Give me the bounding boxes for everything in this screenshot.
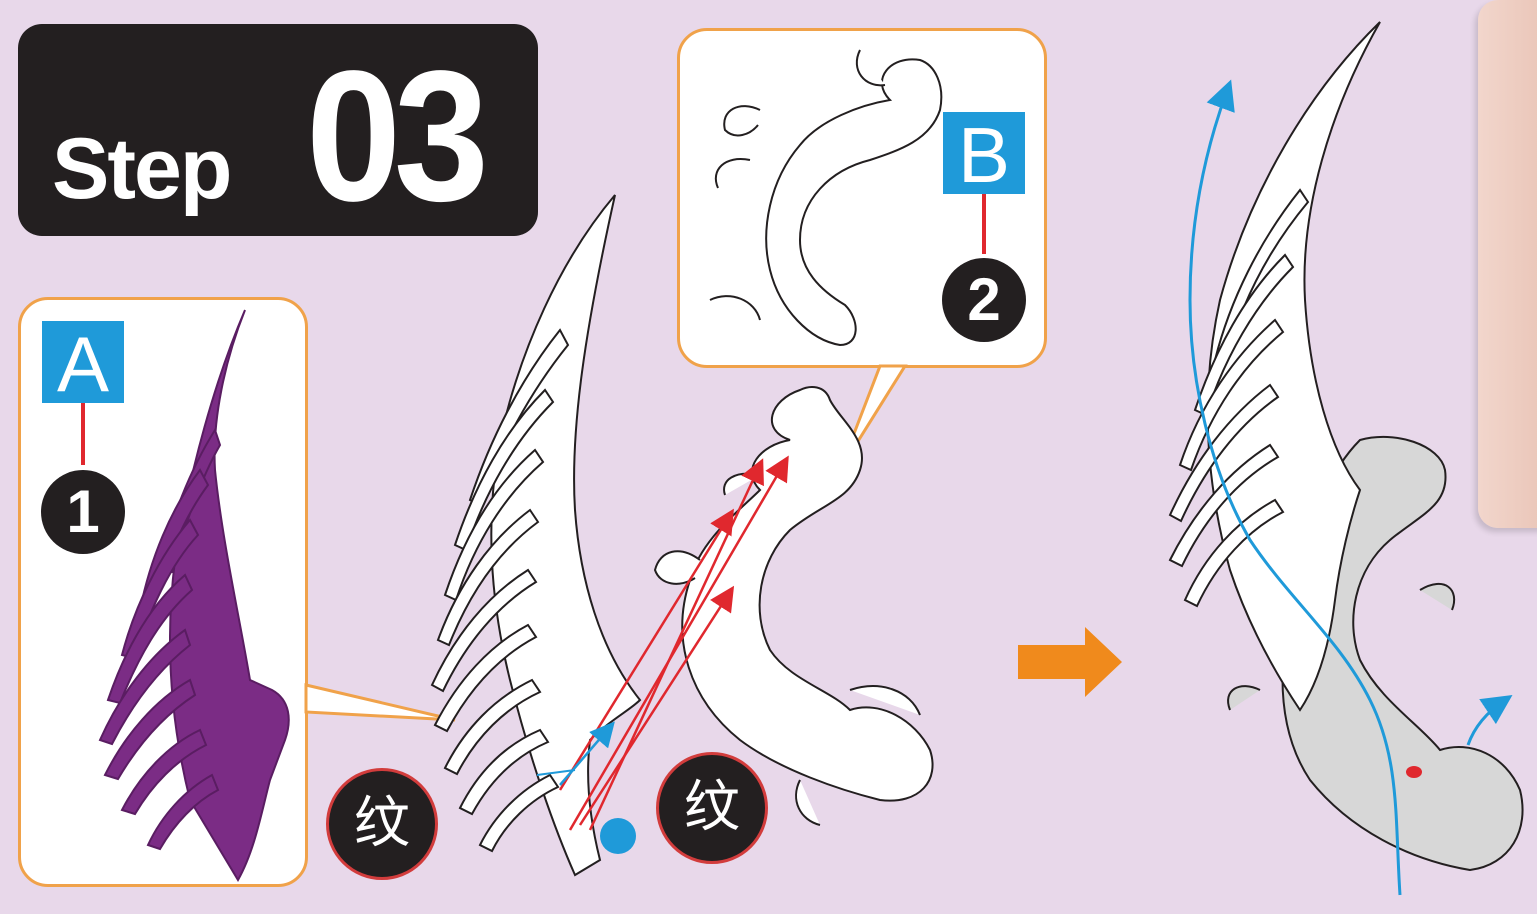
purple-wing-shape bbox=[98, 309, 290, 882]
blue-dot-marker bbox=[600, 818, 636, 854]
result-red-mark bbox=[1406, 766, 1422, 778]
step-badge: Step 03 bbox=[18, 24, 538, 240]
guide-arrow-blue-small bbox=[559, 721, 615, 786]
label-b-connector bbox=[982, 194, 986, 254]
label-a-tag: A bbox=[42, 321, 124, 407]
callout-pointer-a bbox=[304, 683, 456, 722]
side-swatch bbox=[1478, 0, 1537, 528]
number-1-badge: 1 bbox=[41, 470, 125, 554]
step-number: 03 bbox=[306, 33, 489, 240]
pattern-badge-right: 纹 bbox=[656, 752, 768, 864]
swirl-ornament-shape bbox=[653, 386, 934, 826]
number-2-badge: 2 bbox=[942, 258, 1026, 342]
swirl-ornament-b-shape bbox=[709, 49, 943, 347]
step-word: Step bbox=[52, 121, 232, 217]
label-b-tag: B bbox=[943, 112, 1025, 198]
right-arrow-icon bbox=[1018, 627, 1122, 697]
flow-arrow-blue-small bbox=[1466, 695, 1513, 746]
white-wing-shape bbox=[430, 194, 642, 877]
guide-line-blue-small bbox=[536, 769, 576, 776]
flow-line-blue bbox=[1188, 79, 1402, 896]
pattern-badge-left: 纹 bbox=[326, 768, 438, 880]
guide-arrows-red bbox=[558, 455, 789, 831]
label-a-connector bbox=[81, 403, 85, 465]
